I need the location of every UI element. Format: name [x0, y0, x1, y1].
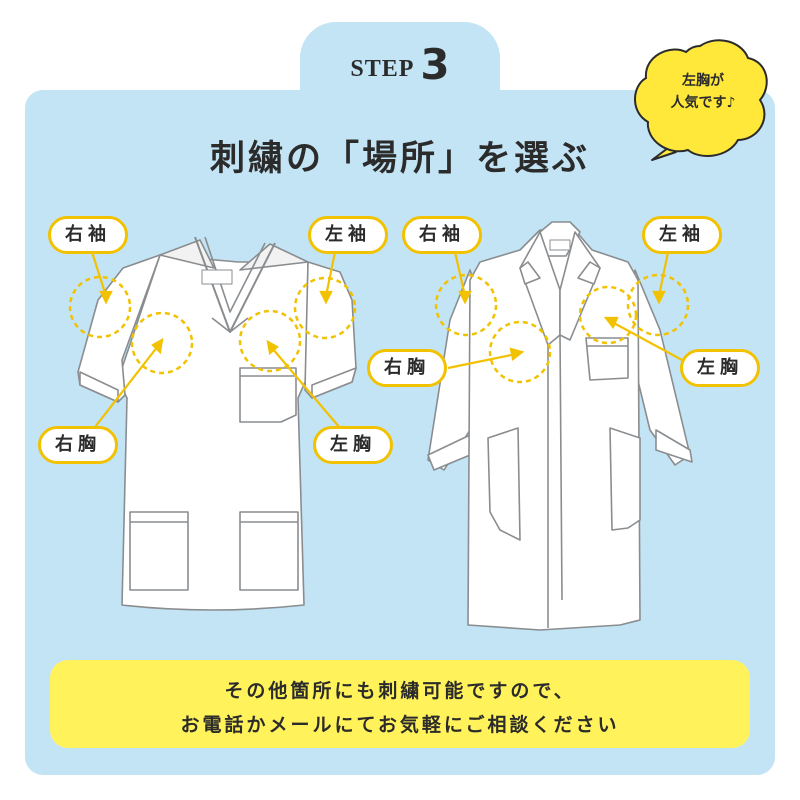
coat-right-chest-label: 右胸	[367, 349, 447, 387]
lab-coat-illustration	[427, 221, 693, 631]
scrub-left-chest-label: 左胸	[313, 426, 393, 464]
step-word: STEP	[350, 56, 415, 82]
scrub-top-illustration	[77, 236, 357, 611]
embroidery-targets	[68, 273, 690, 384]
step-tab	[300, 22, 500, 112]
coat-right-sleeve-label: 右袖	[402, 216, 482, 254]
scrub-right-sleeve-target	[68, 275, 132, 339]
scrub-right-chest-label: 右胸	[38, 426, 118, 464]
contact-note: その他箇所にも刺繍可能ですので、 お電話かメールにてお気軽にご相談ください	[50, 660, 750, 748]
popular-bubble-text: 左胸が 人気です♪	[648, 70, 758, 114]
coat-left-chest-label: 左胸	[680, 349, 760, 387]
scrub-right-sleeve-label: 右袖	[48, 216, 128, 254]
coat-left-chest-target	[578, 285, 638, 345]
leader-lines	[90, 251, 683, 429]
step-number: 3	[420, 40, 450, 89]
coat-left-sleeve-target	[626, 273, 690, 337]
scrub-right-chest-target	[130, 311, 194, 375]
popular-bubble-shape	[634, 39, 768, 161]
note-line-1: その他箇所にも刺繍可能ですので、	[224, 680, 576, 702]
page-title: 刺繍の「場所」を選ぶ	[209, 139, 590, 179]
scrub-left-chest-target	[238, 309, 302, 373]
coat-right-chest-target	[488, 320, 552, 384]
bubble-line-2: 人気です♪	[670, 95, 736, 111]
coat-right-sleeve-target	[434, 273, 498, 337]
scrub-left-sleeve-label: 左袖	[308, 216, 388, 254]
note-line-2: お電話かメールにてお気軽にご相談ください	[180, 714, 620, 736]
scrub-left-sleeve-target	[293, 276, 357, 340]
bubble-line-1: 左胸が	[682, 73, 724, 89]
coat-left-sleeve-label: 左袖	[642, 216, 722, 254]
